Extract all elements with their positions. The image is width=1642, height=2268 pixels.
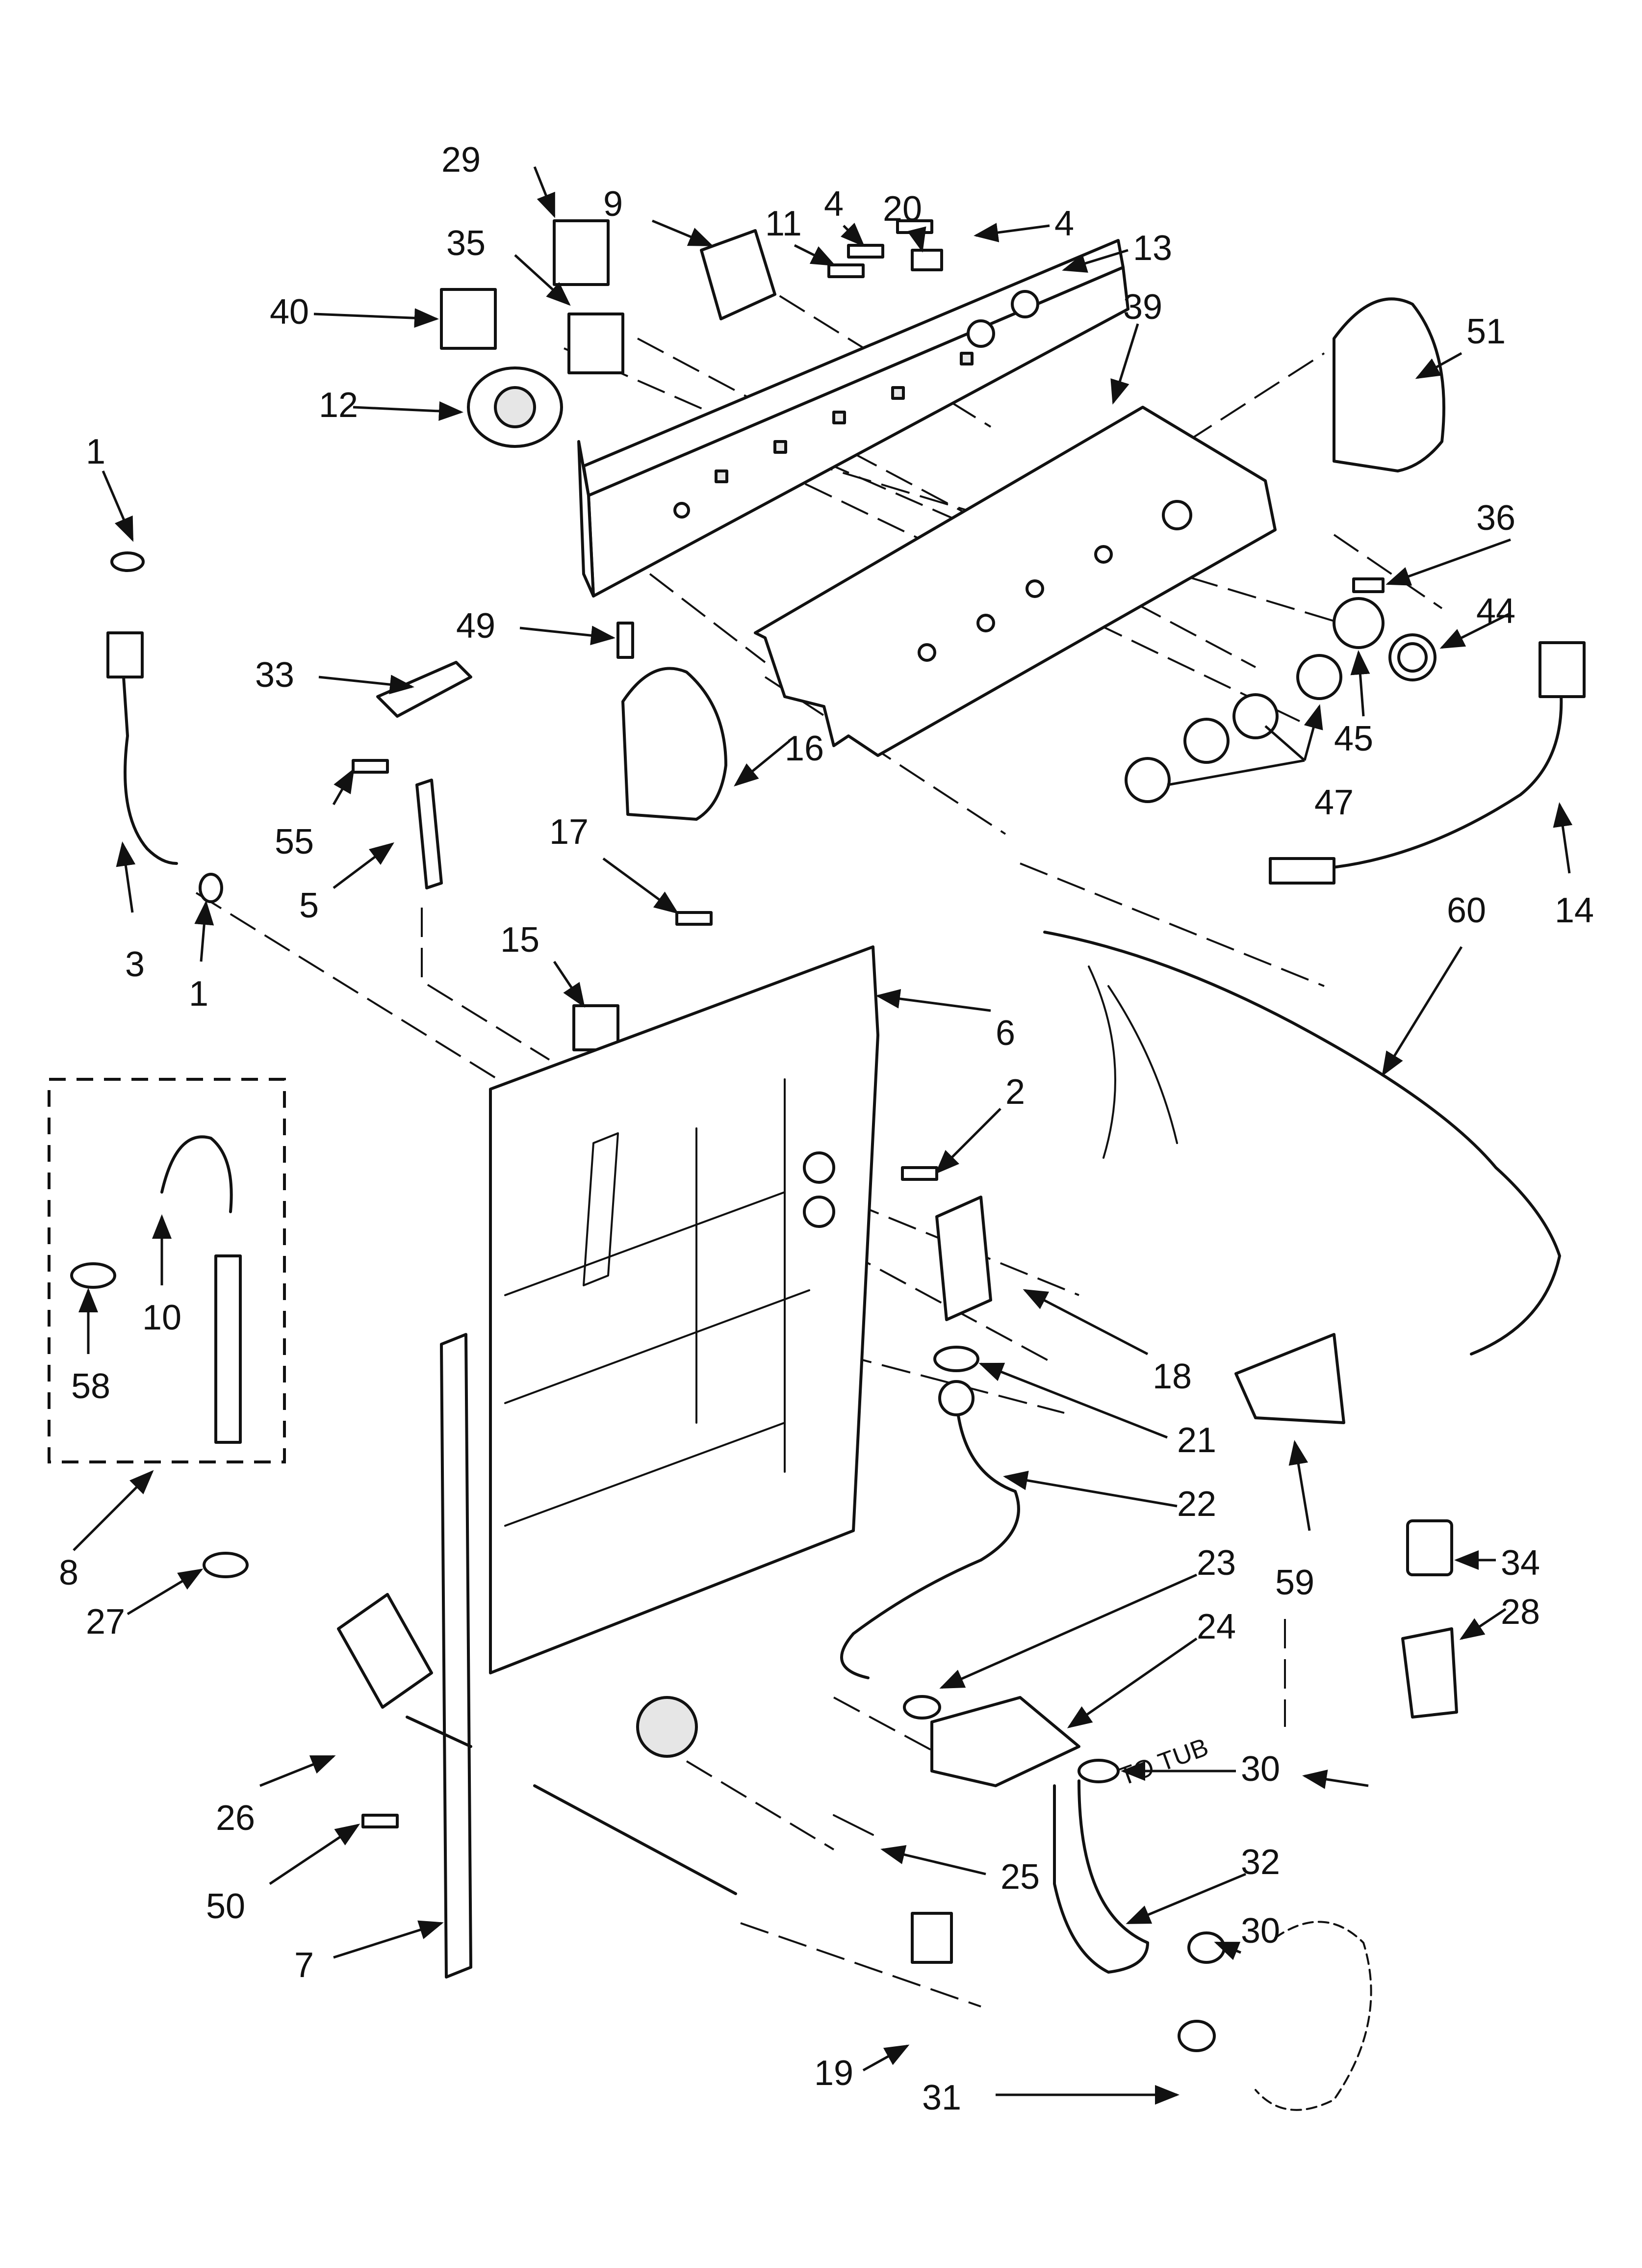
pump-shaft <box>406 1716 472 1748</box>
washer-1-bottom <box>199 873 223 903</box>
clamp-30a <box>1078 1759 1120 1783</box>
callout-27: 27 <box>86 1602 125 1642</box>
strap <box>376 661 472 718</box>
callout-19: 19 <box>814 2054 853 2093</box>
side-strip <box>440 1333 472 1979</box>
cabinet-panel <box>489 945 879 1758</box>
callout-34: 34 <box>1501 1543 1540 1583</box>
callout-58: 58 <box>71 1367 110 1406</box>
callout-60: 60 <box>1447 891 1486 930</box>
callout-28: 28 <box>1501 1592 1540 1632</box>
inlet-hose <box>160 1135 233 1213</box>
callout-50: 50 <box>206 1887 245 1926</box>
callout-33: 33 <box>255 655 294 695</box>
callout-29: 29 <box>441 140 481 180</box>
clamp-31 <box>1178 2020 1216 2052</box>
clamp-23 <box>903 1695 941 1720</box>
wire-harness <box>1043 931 1561 1356</box>
callout-30-top: 30 <box>1241 1749 1280 1789</box>
water-valve <box>935 1196 992 1321</box>
callout-32: 32 <box>1241 1843 1280 1882</box>
callout-40: 40 <box>270 292 309 332</box>
callout-51: 51 <box>1466 312 1506 351</box>
callout-9: 9 <box>603 184 623 224</box>
callout-21: 21 <box>1177 1421 1216 1460</box>
callout-55: 55 <box>275 822 314 861</box>
capacitor <box>1406 1519 1453 1576</box>
callout-26: 26 <box>216 1799 255 1838</box>
lid-switch <box>572 1004 619 1051</box>
callout-1-top: 1 <box>86 432 105 471</box>
clip-19 <box>911 1912 953 1964</box>
callout-12: 12 <box>319 386 358 425</box>
callout-5: 5 <box>299 886 319 925</box>
callout-8: 8 <box>59 1553 78 1592</box>
callout-49: 49 <box>456 606 495 646</box>
water-inlet-hose <box>121 661 178 865</box>
callout-13: 13 <box>1133 229 1172 268</box>
callout-18: 18 <box>1153 1357 1192 1396</box>
callout-14: 14 <box>1555 891 1594 930</box>
callout-3: 3 <box>125 945 145 984</box>
control-panel-bracket <box>577 239 1129 598</box>
callout-7: 7 <box>294 1946 314 1985</box>
hose-coupling <box>214 1254 242 1444</box>
console-panel <box>754 406 1277 757</box>
pump <box>337 1593 433 1709</box>
washer-1-top <box>110 551 145 572</box>
callout-10: 10 <box>142 1298 181 1337</box>
switches <box>440 219 776 448</box>
coupling <box>106 631 144 678</box>
clamp-30b <box>1187 1931 1226 1964</box>
callout-22: 22 <box>1177 1485 1216 1524</box>
to-tub-label: TO TUB <box>1115 1733 1212 1791</box>
callout-24: 24 <box>1197 1607 1236 1646</box>
callout-44: 44 <box>1476 592 1515 631</box>
end-cap-right <box>1333 297 1445 472</box>
bracket-24 <box>930 1696 1080 1787</box>
callout-20: 20 <box>883 189 922 229</box>
capacitor-bracket <box>1401 1627 1458 1719</box>
callout-16: 16 <box>785 729 824 768</box>
end-cap-left <box>621 667 727 821</box>
callout-35: 35 <box>446 224 486 263</box>
clamp-27 <box>203 1552 249 1578</box>
callout-11: 11 <box>765 204 802 243</box>
leaders <box>73 166 1573 2105</box>
tub-outline <box>1255 1921 1372 2111</box>
callout-59: 59 <box>1275 1563 1314 1602</box>
callout-15: 15 <box>500 920 539 960</box>
callout-2: 2 <box>1005 1072 1025 1112</box>
callout-45: 45 <box>1334 719 1373 758</box>
callout-4-right: 4 <box>1054 204 1074 243</box>
clamp-21 <box>933 1346 979 1372</box>
callout-39: 39 <box>1123 287 1162 327</box>
kit-box <box>48 1078 286 1463</box>
bracket <box>415 779 443 889</box>
callout-25: 25 <box>1001 1857 1040 1897</box>
power-cord <box>1323 676 1563 870</box>
callout-30-bottom: 30 <box>1241 1911 1280 1951</box>
knobs <box>1125 597 1437 803</box>
callout-1-bottom: 1 <box>189 974 208 1014</box>
bracket-59 <box>1234 1333 1345 1424</box>
callout-36: 36 <box>1476 498 1515 538</box>
drain-hose <box>1053 1779 1149 1974</box>
callout-4-left: 4 <box>824 184 844 224</box>
overflow-hose <box>533 1784 737 1895</box>
callout-6: 6 <box>996 1014 1015 1053</box>
callout-17: 17 <box>549 812 589 852</box>
callout-47: 47 <box>1314 783 1354 822</box>
hose-clamp-58 <box>70 1262 116 1289</box>
plug-25 <box>833 1814 874 1836</box>
callout-23: 23 <box>1197 1543 1236 1583</box>
callout-31: 31 <box>922 2078 961 2117</box>
fill-hose <box>840 1397 1020 1679</box>
callouts: 1 1 3 29 9 35 40 12 11 4 20 4 13 39 51 3… <box>59 140 1594 2117</box>
